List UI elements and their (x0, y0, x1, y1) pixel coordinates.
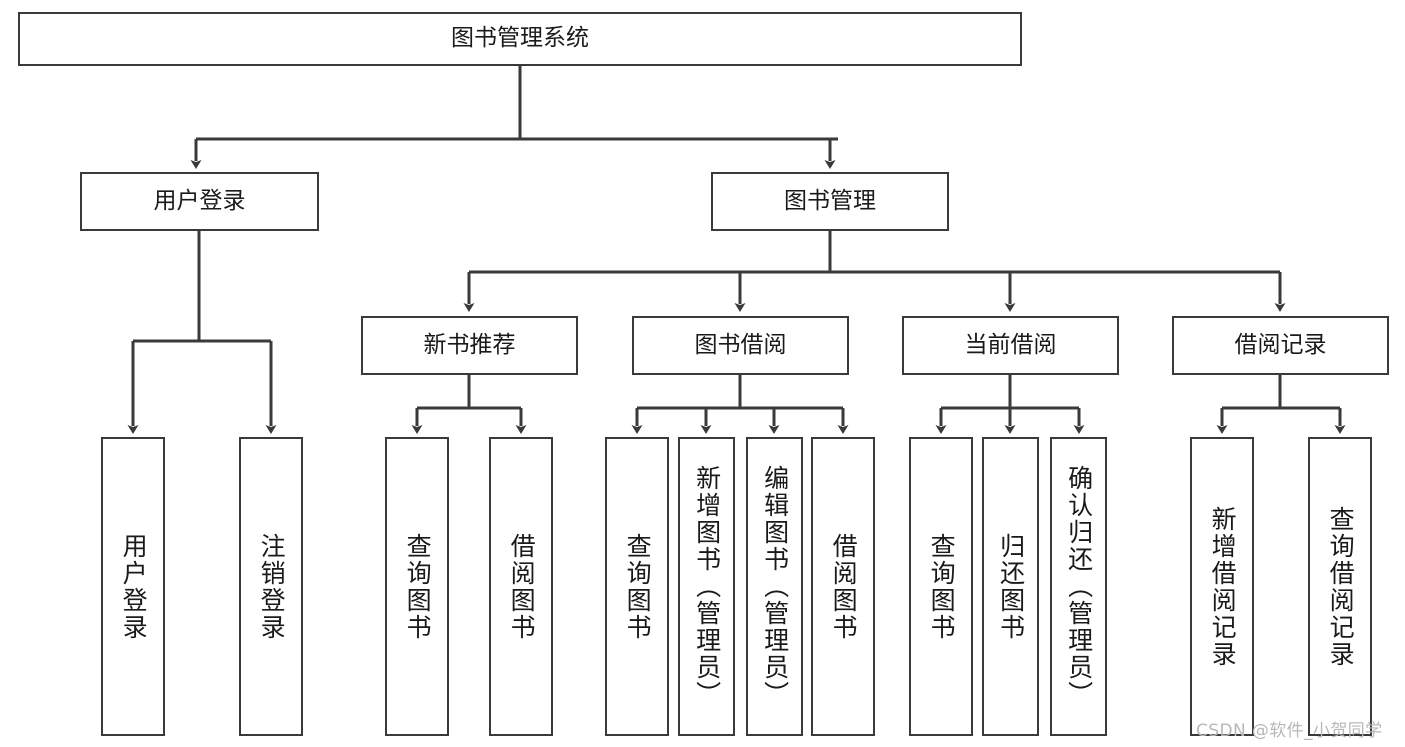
node-label: 注销登录 (257, 532, 287, 641)
node-label: 确认归还（管理员） (1064, 465, 1094, 708)
node-label: 新书推荐 (423, 331, 516, 358)
node-label: 查询图书 (927, 532, 957, 641)
leaf-query-books-borrow[interactable]: 查询图书 (605, 437, 669, 736)
node-book-borrowing[interactable]: 图书借阅 (632, 316, 849, 375)
node-label: 图书借阅 (694, 331, 787, 358)
leaf-borrow-books-recommend[interactable]: 借阅图书 (489, 437, 553, 736)
node-label: 用户登录 (153, 187, 246, 214)
node-label: 查询图书 (403, 532, 433, 641)
node-label: 借阅图书 (507, 532, 537, 641)
node-root-book-management-system[interactable]: 图书管理系统 (18, 12, 1022, 66)
node-user-login[interactable]: 用户登录 (80, 172, 319, 231)
leaf-logout[interactable]: 注销登录 (239, 437, 303, 736)
node-label: 编辑图书（管理员） (760, 465, 790, 708)
node-label: 新增借阅记录 (1208, 505, 1238, 668)
leaf-add-borrow-record[interactable]: 新增借阅记录 (1190, 437, 1254, 736)
node-label: 借阅记录 (1234, 331, 1327, 358)
node-label: 图书管理系统 (451, 25, 589, 52)
node-new-book-recommendation[interactable]: 新书推荐 (361, 316, 578, 375)
node-label: 归还图书 (996, 532, 1026, 641)
leaf-confirm-return-admin[interactable]: 确认归还（管理员） (1050, 437, 1107, 736)
node-label: 新增图书（管理员） (692, 465, 722, 708)
node-label: 查询借阅记录 (1326, 505, 1356, 668)
node-book-management[interactable]: 图书管理 (711, 172, 949, 231)
node-label: 用户登录 (119, 532, 149, 641)
node-label: 借阅图书 (829, 532, 859, 641)
leaf-add-book-admin[interactable]: 新增图书（管理员） (678, 437, 735, 736)
leaf-return-books[interactable]: 归还图书 (982, 437, 1039, 736)
node-label: 当前借阅 (964, 331, 1057, 358)
node-label: 查询图书 (623, 532, 653, 641)
node-borrowing-records[interactable]: 借阅记录 (1172, 316, 1389, 375)
leaf-borrow-books[interactable]: 借阅图书 (811, 437, 875, 736)
leaf-query-books-recommend[interactable]: 查询图书 (385, 437, 449, 736)
leaf-query-borrow-record[interactable]: 查询借阅记录 (1308, 437, 1372, 736)
leaf-user-login[interactable]: 用户登录 (101, 437, 165, 736)
leaf-query-books-current[interactable]: 查询图书 (909, 437, 973, 736)
node-label: 图书管理 (784, 187, 876, 214)
leaf-edit-book-admin[interactable]: 编辑图书（管理员） (746, 437, 803, 736)
csdn-watermark: CSDN @软件_小贺同学 (1196, 721, 1383, 741)
node-current-borrowings[interactable]: 当前借阅 (902, 316, 1119, 375)
